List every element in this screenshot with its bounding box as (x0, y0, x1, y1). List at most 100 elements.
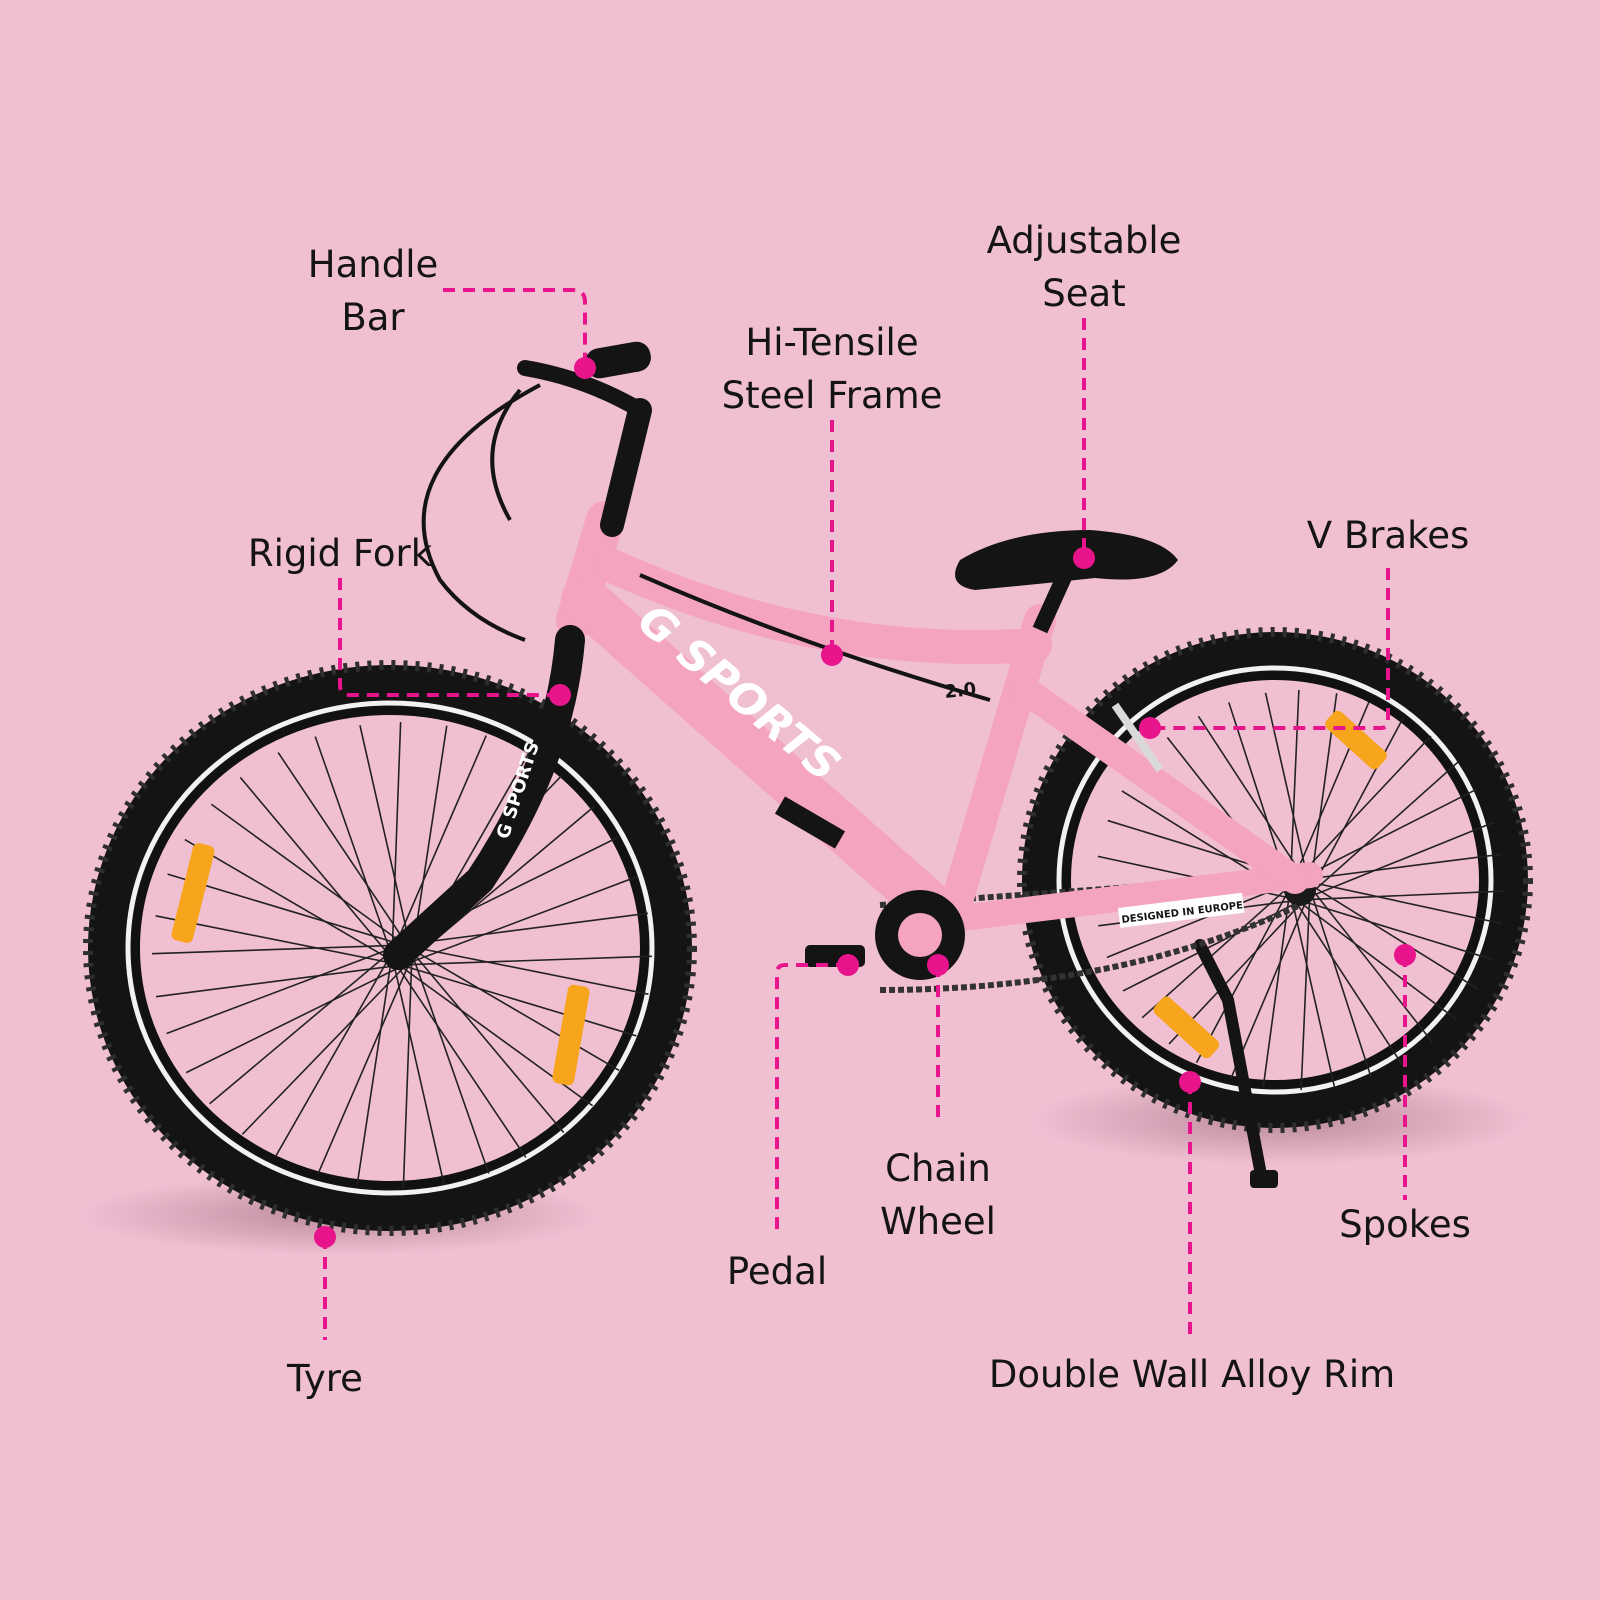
kickstand (1194, 939, 1268, 1186)
label-v-brakes-line1: V Brakes (1306, 514, 1470, 557)
spoke (1308, 884, 1434, 1043)
spoke (1307, 761, 1459, 898)
spoke (1292, 735, 1432, 883)
chain-wheel-dot (927, 954, 949, 976)
spoke (1122, 898, 1304, 992)
spoke (356, 954, 393, 1185)
spoke (151, 944, 401, 955)
spoke (408, 946, 620, 1072)
spoke (275, 951, 394, 1157)
spoke (155, 964, 403, 998)
label-chain-wheel-line1: Chain (885, 1147, 991, 1190)
rim-dot (1179, 1071, 1201, 1093)
pedal-dot (837, 954, 859, 976)
spoke (1264, 692, 1311, 887)
top-tube-stripe (639, 573, 991, 702)
front-rim-stripe (125, 700, 655, 1196)
spoke (1299, 853, 1502, 881)
spoke (1301, 890, 1506, 901)
spoke (1306, 881, 1479, 990)
label-adjustable-seat: Adjustable Seat (987, 214, 1182, 320)
spoke (359, 725, 413, 952)
seat (955, 530, 1178, 590)
label-handle-bar: Handle Bar (308, 238, 438, 344)
front-tyre-tread (83, 660, 697, 1236)
label-handle-bar-line1: Handle (307, 243, 439, 286)
label-double-wall-alloy-rim: Double Wall Alloy Rim (989, 1348, 1395, 1401)
spoke (1308, 716, 1405, 894)
spoke (1289, 893, 1336, 1088)
label-v-brakes: V Brakes (1307, 509, 1470, 562)
label-rigid-fork: Rigid Fork (248, 527, 432, 580)
seat-dot (1073, 547, 1095, 569)
rear-v-brake (1111, 702, 1164, 773)
label-handle-bar-line2: Bar (341, 296, 405, 339)
spoke (391, 958, 445, 1185)
spoke (317, 959, 412, 1175)
spoke (1197, 715, 1309, 885)
spoke (1106, 880, 1296, 959)
stem (600, 398, 652, 537)
spoke (1289, 689, 1300, 889)
tyre-dot (314, 1226, 336, 1248)
spoke (1300, 891, 1311, 1091)
spokes-dot (1394, 944, 1416, 966)
spoke (166, 945, 398, 1035)
spoke (1141, 882, 1293, 1019)
spoke (1230, 894, 1310, 1079)
handle-grip (585, 341, 651, 379)
spoke (1304, 821, 1494, 900)
kickstand-foot (1250, 1170, 1278, 1188)
spoke (1298, 899, 1493, 961)
spoke (391, 721, 402, 954)
label-rigid-fork-line1: Rigid Fork (247, 532, 433, 575)
v-brakes-dot (1139, 717, 1161, 739)
rear-reflector-bottom (1153, 996, 1220, 1059)
v-brakes-leader (1150, 568, 1390, 730)
spoke (405, 944, 649, 995)
label-pedal-line1: Pedal (726, 1250, 828, 1293)
spoke (184, 838, 396, 964)
leader-dots (314, 357, 1416, 1248)
spoke (410, 949, 565, 1134)
spoke (1296, 788, 1478, 882)
front-reflector-right (552, 984, 590, 1086)
spoke (411, 952, 490, 1174)
pedal-leader (775, 963, 848, 1232)
spoke (1291, 895, 1403, 1065)
frame-decal-stripe (774, 796, 846, 849)
rigid-fork (383, 625, 585, 970)
spoke (277, 752, 411, 950)
label-chain-wheel: Chain Wheel (880, 1142, 996, 1248)
spoke (1294, 898, 1457, 1021)
spoke (209, 947, 395, 1105)
label-seat-line2: Seat (1042, 272, 1126, 315)
spoke (1195, 886, 1292, 1064)
rigid-fork-dot (549, 684, 571, 706)
label-rim-line1: Double Wall Alloy Rim (988, 1353, 1396, 1396)
handle-bar-dot (574, 357, 596, 379)
chainstay-badge (1118, 892, 1245, 928)
label-spokes: Spokes (1339, 1198, 1471, 1251)
spoke (167, 873, 404, 946)
rear-reflector-top (1325, 710, 1387, 770)
spoke (393, 960, 527, 1158)
label-seat-line1: Adjustable (986, 219, 1182, 262)
label-chain-wheel-line2: Wheel (880, 1200, 996, 1243)
rear-rim-stripe (1056, 665, 1494, 1095)
label-tyre: Tyre (287, 1352, 363, 1405)
label-pedal: Pedal (727, 1245, 827, 1298)
spoke (241, 962, 410, 1135)
label-spokes-line1: Spokes (1339, 1203, 1471, 1246)
frame-dot (821, 644, 843, 666)
label-frame-line1: Hi-Tensile (745, 321, 919, 364)
front-reflector-left (171, 843, 215, 943)
rear-tyre-tread (1017, 627, 1533, 1133)
seat-post (1032, 571, 1073, 634)
spoke (400, 964, 637, 1037)
spoke (210, 803, 408, 947)
spoke (1262, 889, 1291, 1087)
spoke (402, 956, 413, 1189)
spoke (314, 736, 393, 958)
label-tyre-line1: Tyre (287, 1357, 363, 1400)
